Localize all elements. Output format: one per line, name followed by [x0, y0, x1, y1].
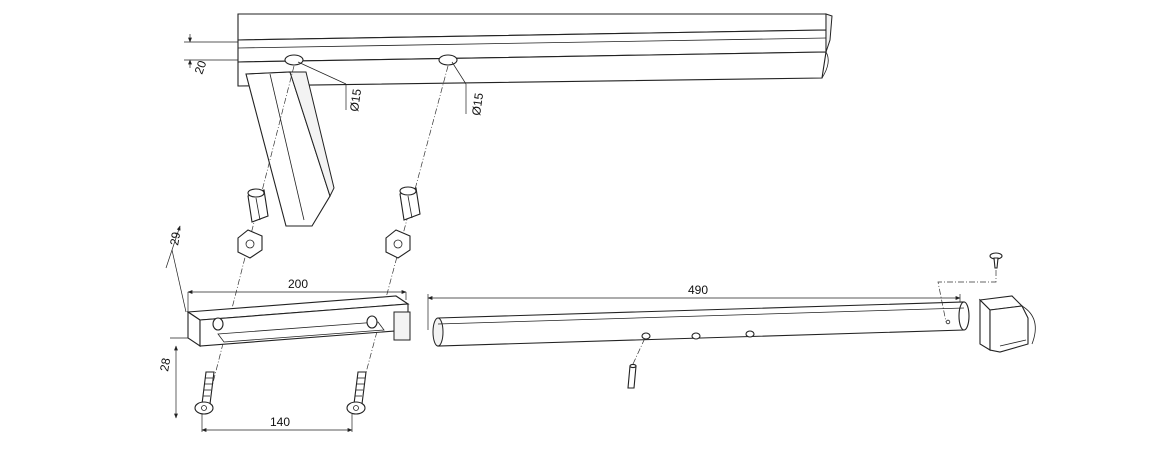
- dimension-hole-left: Ø15: [297, 61, 364, 113]
- top-rail: [237, 13, 833, 87]
- dimension-bracket-depth: 28: [157, 337, 188, 419]
- label-bracket-depth: 28: [157, 357, 173, 373]
- small-screw-axis: [937, 270, 997, 323]
- dimension-hole-right: Ø15: [451, 61, 486, 117]
- label-bracket-length: 200: [288, 277, 308, 291]
- label-bracket-height: 29: [167, 231, 183, 247]
- label-tube-length: 490: [688, 283, 708, 297]
- dimension-tube-length: 490: [427, 283, 961, 330]
- small-screw: [989, 252, 1003, 269]
- locking-pin: [627, 363, 637, 389]
- vertical-leg: [245, 71, 335, 227]
- rail-hole-left: [284, 54, 304, 66]
- bracket: [186, 295, 411, 348]
- label-screw-spacing: 140: [270, 415, 290, 429]
- pin-axis: [632, 337, 646, 365]
- label-hole-dia-left: Ø15: [347, 88, 364, 113]
- sleeve-right: [399, 186, 421, 221]
- screw-left: [194, 371, 215, 415]
- dimension-screw-spacing: 140: [201, 414, 353, 432]
- label-hole-dia-right: Ø15: [469, 92, 486, 117]
- dimension-rail-offset: 20: [184, 34, 238, 76]
- rail-hole-right: [438, 54, 458, 66]
- end-clamp: [978, 295, 1036, 353]
- sleeve-left: [247, 188, 269, 223]
- long-tube: [432, 301, 970, 347]
- dimension-bracket-length: 200: [187, 277, 407, 312]
- label-rail-offset: 20: [192, 58, 210, 76]
- screw-right: [346, 371, 367, 415]
- nut-left: [237, 229, 263, 259]
- dimension-bracket-height: 29: [165, 225, 187, 313]
- nut-right: [385, 229, 411, 259]
